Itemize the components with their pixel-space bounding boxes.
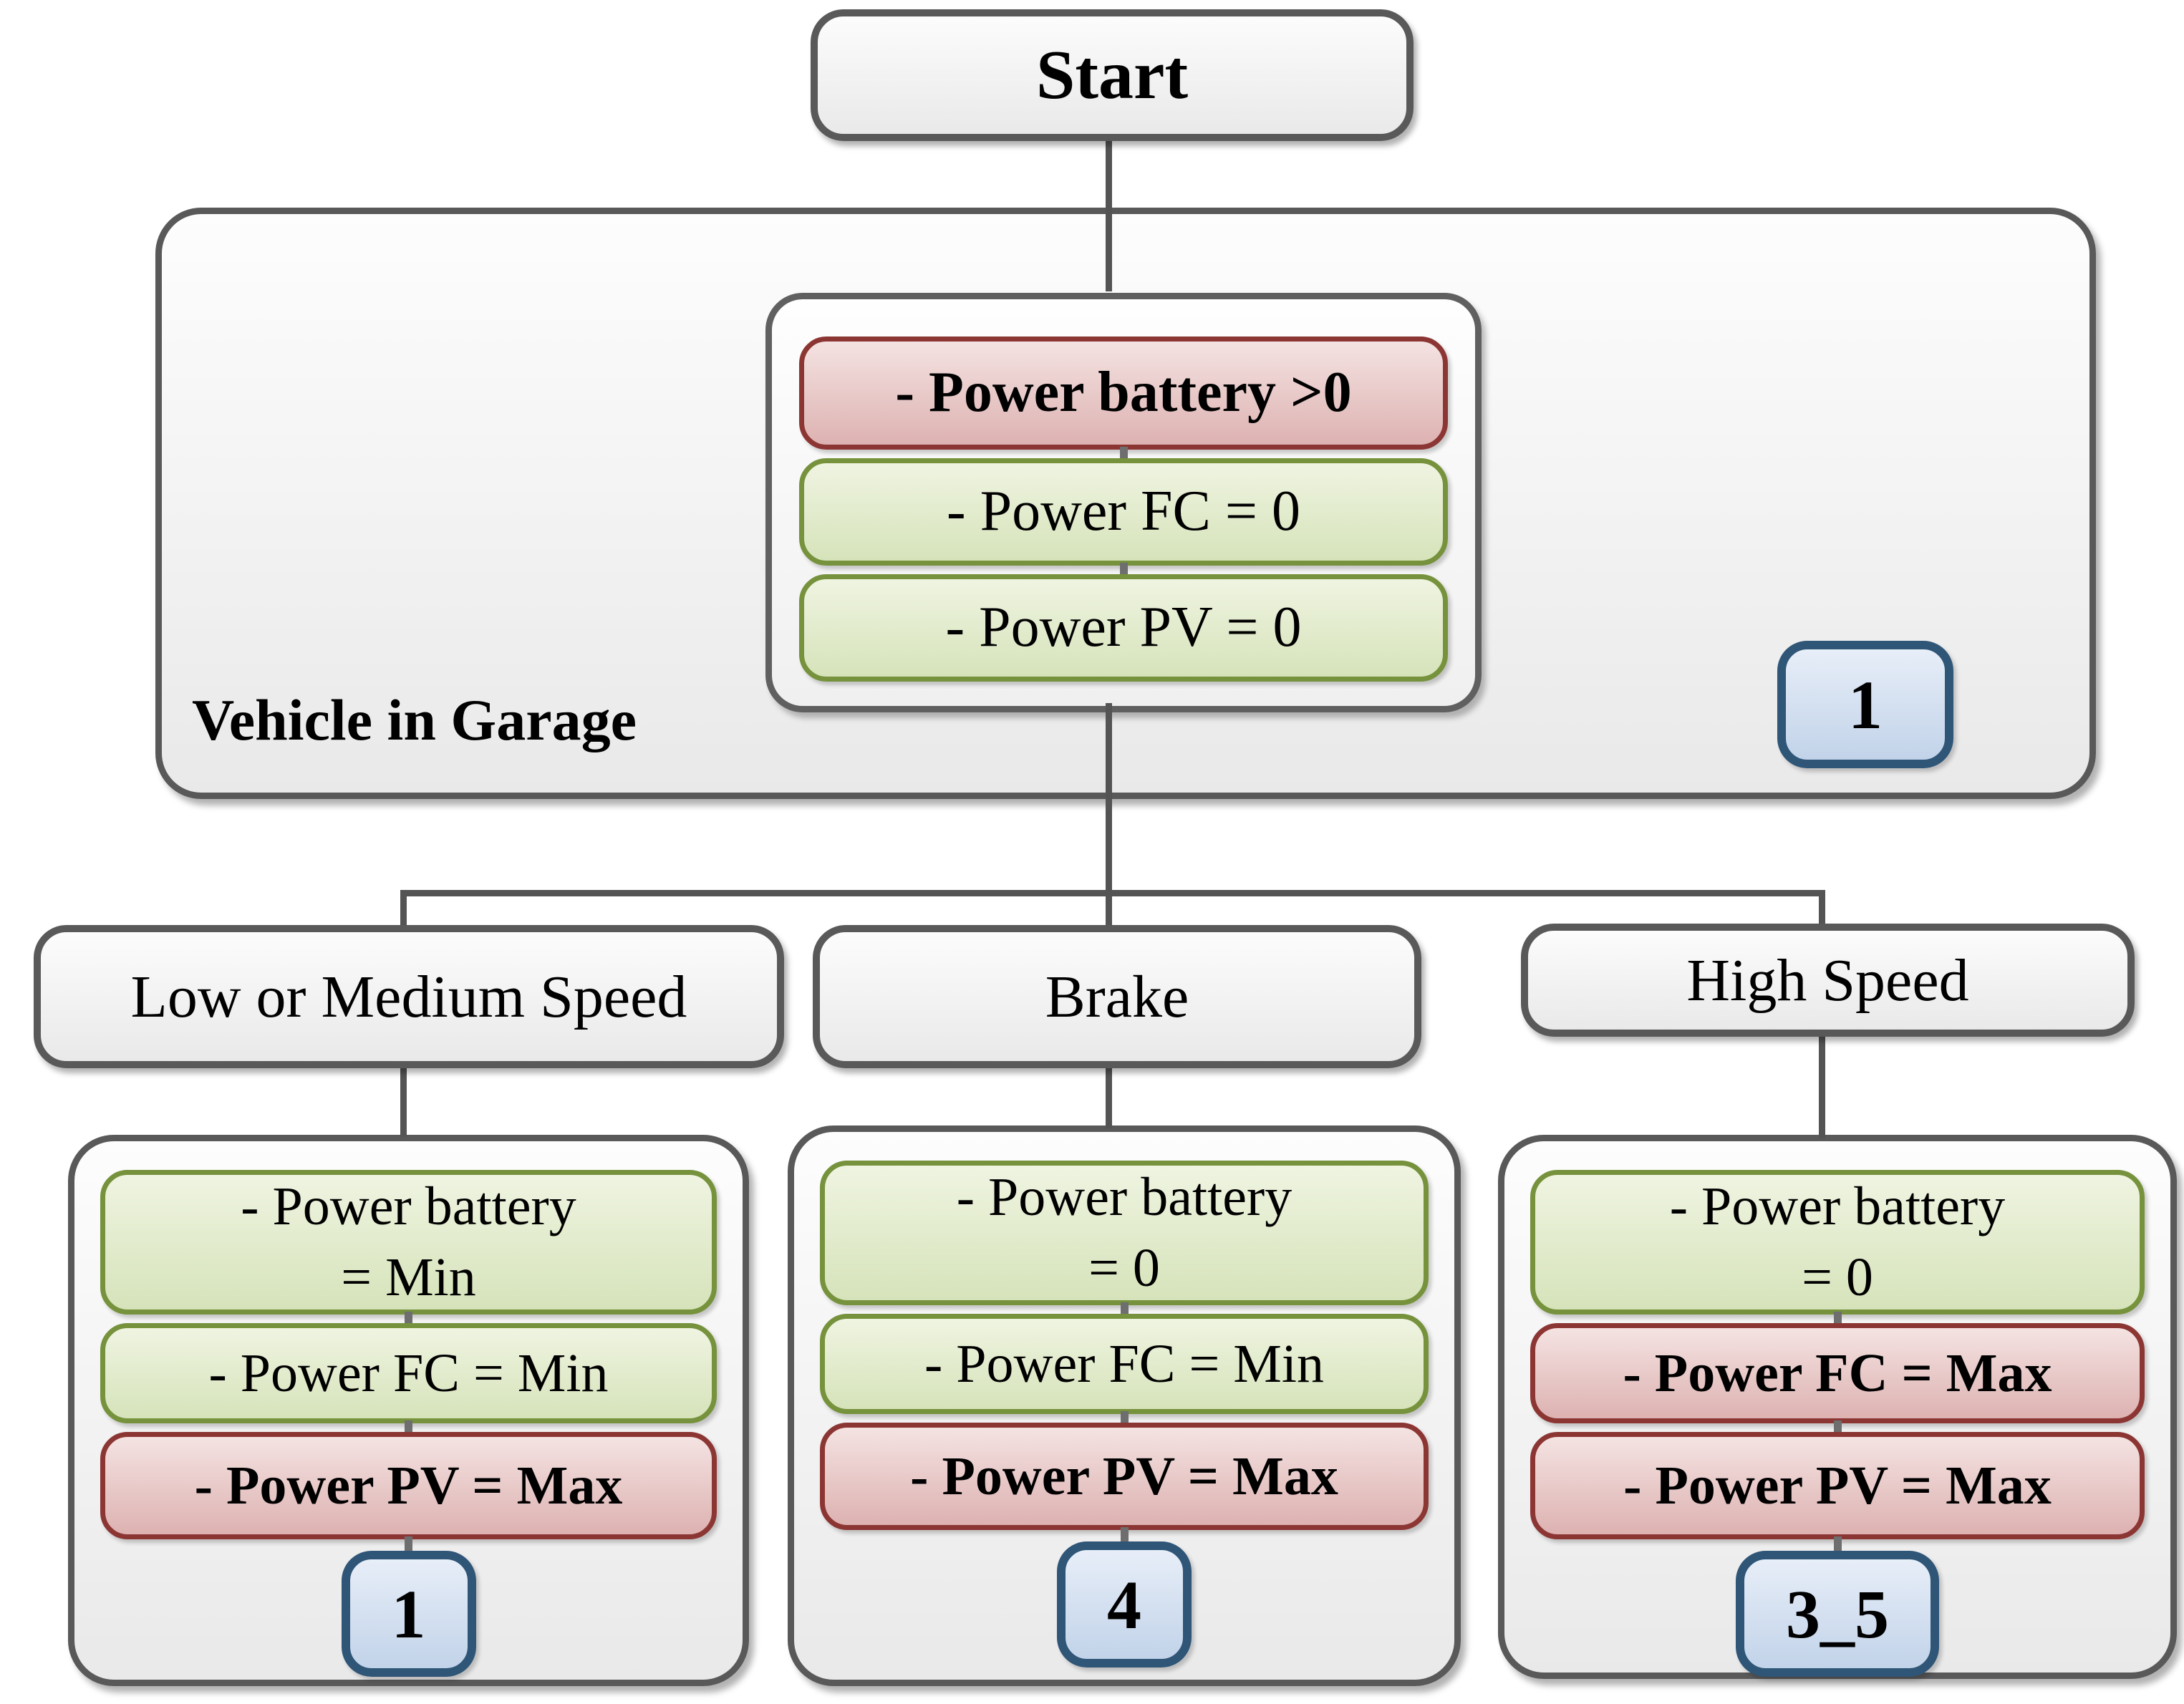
connector-start-to-garage [1106,140,1112,211]
branch-panel-high-speed: - Power battery = 0 - Power FC = Max - P… [1498,1135,2177,1679]
condition-power-fc: - Power FC = Min [100,1323,717,1423]
branch-header-low-medium-speed: Low or Medium Speed [34,925,784,1068]
connector-tick [100,1420,717,1435]
connector-brake-header-to-panel [1106,1064,1112,1128]
condition-text: - Power PV = Max [1623,1455,2052,1516]
start-node: Start [811,9,1414,141]
branch-header-label: Low or Medium Speed [130,963,687,1030]
condition-text: - Power battery >0 [895,361,1352,425]
condition-power-battery: - Power battery = Min [100,1170,717,1315]
connector-tick [820,1411,1429,1425]
condition-power-pv: - Power PV = Max [1530,1432,2145,1539]
condition-text-line1: - Power battery [956,1167,1292,1228]
condition-power-fc: - Power FC = Max [1530,1323,2145,1423]
branch-panel-low-medium-speed: - Power battery = Min - Power FC = Min -… [68,1135,749,1686]
condition-text-line2: = 0 [1088,1238,1160,1298]
branch-state-number-badge: 1 [341,1551,476,1677]
condition-text: - Power PV = Max [910,1446,1338,1506]
connector-tick [820,1302,1429,1317]
connector-inner-to-branches [1106,703,1112,927]
condition-text: - Power PV = Max [194,1455,623,1516]
condition-text: - Power PV = 0 [945,596,1302,659]
condition-text-line2: = 0 [1802,1247,1873,1307]
connector-drop-left [400,890,407,927]
condition-text-line1: - Power battery [1669,1176,2006,1237]
connector-tick [100,1536,717,1551]
branch-panel-brake: - Power battery = 0 - Power FC = Min - P… [788,1125,1461,1686]
branch-state-number-badge: 3_5 [1736,1551,1939,1677]
condition-power-battery: - Power battery = 0 [1530,1170,2145,1315]
garage-conditions-group: - Power battery >0 - Power FC = 0 - Powe… [765,293,1482,712]
connector-tick [1530,1536,2145,1551]
condition-text-line1: - Power battery [241,1176,576,1237]
branch-state-number-badge: 4 [1057,1541,1192,1667]
garage-state-container: - Power battery >0 - Power FC = 0 - Powe… [155,208,2096,799]
start-label: Start [1035,37,1189,114]
condition-power-battery: - Power battery >0 [799,337,1448,450]
branch-header-label: Brake [1045,963,1189,1030]
garage-state-label: Vehicle in Garage [192,687,637,752]
connector-tick [799,563,1448,577]
condition-power-pv: - Power PV = Max [100,1432,717,1539]
garage-state-number-badge: 1 [1777,641,1953,768]
condition-power-battery: - Power battery = 0 [820,1161,1429,1305]
condition-text: - Power FC = Max [1623,1342,2052,1403]
connector-tick [1530,1420,2145,1435]
connector-drop-right [1819,890,1825,927]
connector-high-header-to-panel [1819,1032,1825,1138]
connector-branch-bus [400,890,1825,896]
connector-tick [820,1527,1429,1541]
condition-text: - Power FC = Min [924,1333,1324,1394]
condition-power-fc: - Power FC = 0 [799,458,1448,566]
branch-header-brake: Brake [813,925,1421,1068]
connector-low-header-to-panel [400,1064,407,1137]
condition-text: - Power FC = 0 [946,480,1301,543]
branch-header-label: High Speed [1686,947,1969,1014]
branch-header-high-speed: High Speed [1521,924,2135,1037]
connector-tick [1530,1312,2145,1326]
condition-power-fc: - Power FC = Min [820,1314,1429,1414]
condition-text-line2: = Min [341,1247,476,1307]
connector-garage-top-to-inner [1106,211,1112,291]
condition-power-pv: - Power PV = 0 [799,574,1448,682]
connector-tick [799,447,1448,461]
condition-power-pv: - Power PV = Max [820,1423,1429,1530]
connector-tick [100,1312,717,1326]
condition-text: - Power FC = Min [208,1342,609,1403]
